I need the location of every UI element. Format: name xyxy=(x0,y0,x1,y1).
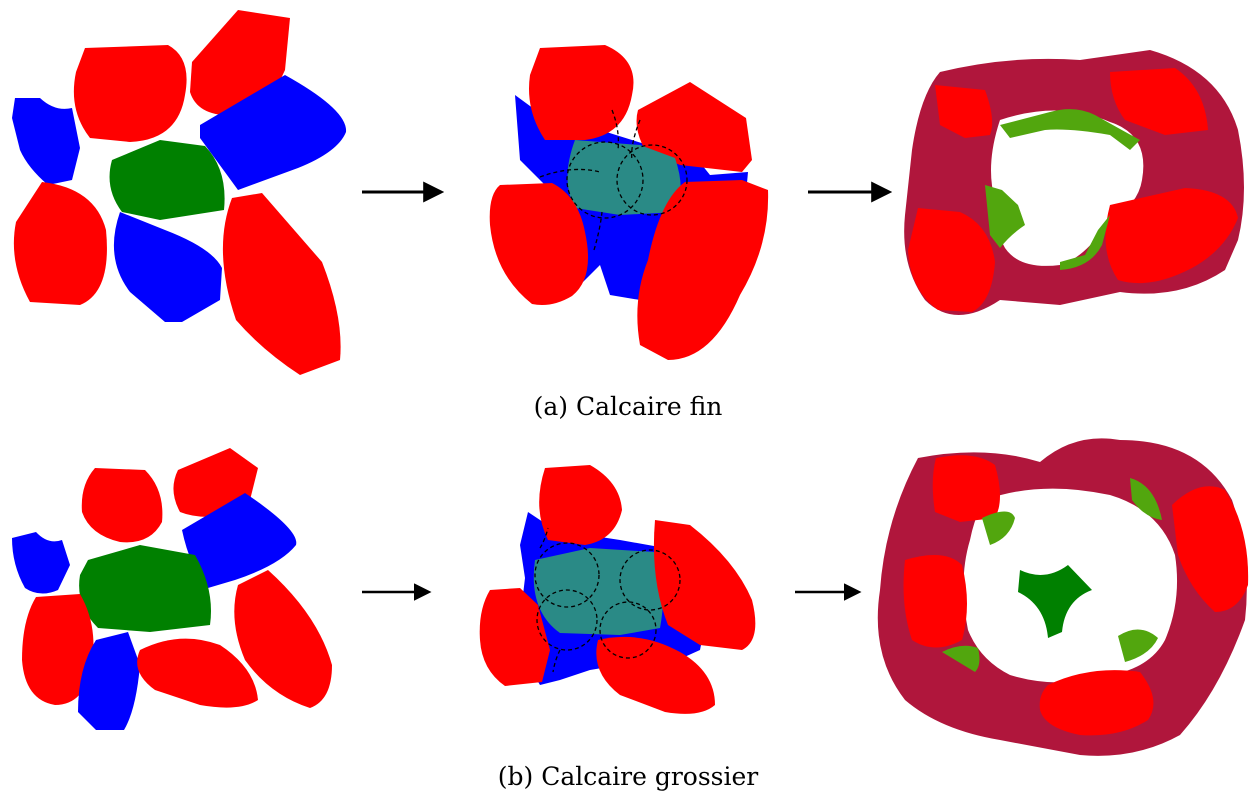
grain-red xyxy=(81,468,163,543)
grain-blue xyxy=(200,75,347,190)
grain-red xyxy=(932,455,1000,522)
grain-teal xyxy=(567,140,681,215)
grain-red xyxy=(1105,188,1238,284)
grain-red xyxy=(637,180,769,360)
grain-red xyxy=(908,208,995,312)
residue-darkgreen xyxy=(1018,565,1092,638)
grain-teal xyxy=(533,548,664,635)
grain-red xyxy=(137,638,258,708)
grain-blue xyxy=(113,212,222,322)
panel-b1-initial-grains xyxy=(12,448,332,730)
dissolution-front-dashed xyxy=(534,527,681,673)
grain-red xyxy=(234,570,332,708)
grain-red xyxy=(22,594,94,705)
grain-red xyxy=(636,82,752,172)
caption-a: (a) Calcaire fin xyxy=(533,392,723,421)
grain-green xyxy=(109,140,225,220)
grain-red xyxy=(1172,486,1249,612)
caption-b: (b) Calcaire grossier xyxy=(497,762,759,791)
panel-b3-cemented-pore xyxy=(877,438,1249,756)
grain-red xyxy=(1039,670,1154,736)
grain-red xyxy=(539,465,622,545)
panel-a2-dissolution xyxy=(489,45,769,360)
panel-b2-dissolution xyxy=(479,465,756,714)
grain-green xyxy=(79,545,211,632)
residue-lightgreen xyxy=(942,478,1162,672)
grain-red xyxy=(479,588,550,686)
grain-red xyxy=(529,45,634,140)
grain-red xyxy=(935,85,993,138)
dissolution-front-dashed xyxy=(539,109,688,251)
grain-red xyxy=(73,45,187,142)
panel-a1-initial-grains xyxy=(12,10,347,375)
grain-blue xyxy=(78,632,140,730)
grain-blue xyxy=(182,493,297,588)
grain-red xyxy=(653,520,756,650)
grain-red xyxy=(903,555,967,648)
grain-blue xyxy=(12,98,80,185)
grain-red xyxy=(1110,68,1208,135)
residue-lightgreen xyxy=(985,109,1140,270)
panel-a3-cemented-pore xyxy=(904,50,1244,315)
grain-red xyxy=(13,182,107,305)
grain-red xyxy=(222,193,341,375)
grain-blue xyxy=(12,532,70,594)
grain-red xyxy=(596,636,715,714)
grain-red xyxy=(489,183,589,305)
